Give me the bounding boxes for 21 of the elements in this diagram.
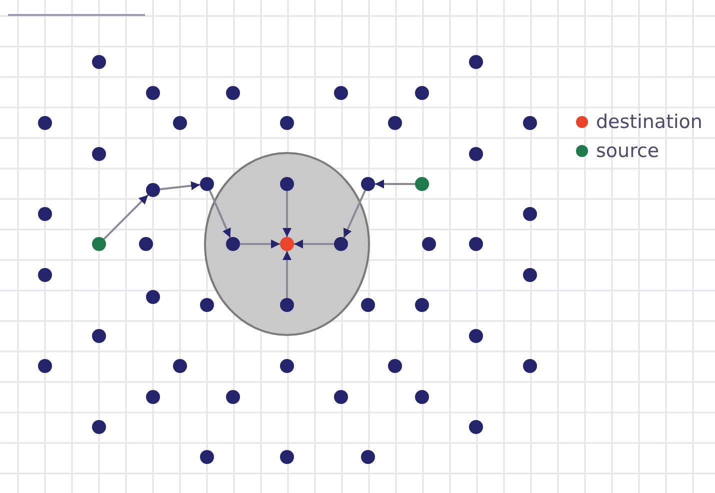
legend-label: destination (596, 111, 702, 133)
dot (280, 298, 294, 312)
dot (415, 177, 429, 191)
arrow (282, 191, 292, 237)
arrow (208, 190, 232, 238)
dot (361, 177, 375, 191)
arrow (240, 240, 280, 248)
dot (92, 237, 106, 251)
arrow (375, 180, 415, 188)
arrow (282, 251, 292, 298)
dot (334, 237, 348, 251)
dot (280, 237, 294, 251)
arrow (342, 190, 366, 238)
dot (280, 177, 294, 191)
legend-label: source (596, 140, 660, 162)
dot (226, 237, 240, 251)
dot (146, 183, 160, 197)
arrow (160, 181, 200, 190)
arrow (103, 194, 149, 240)
dot (200, 177, 214, 191)
arrow (294, 240, 334, 248)
